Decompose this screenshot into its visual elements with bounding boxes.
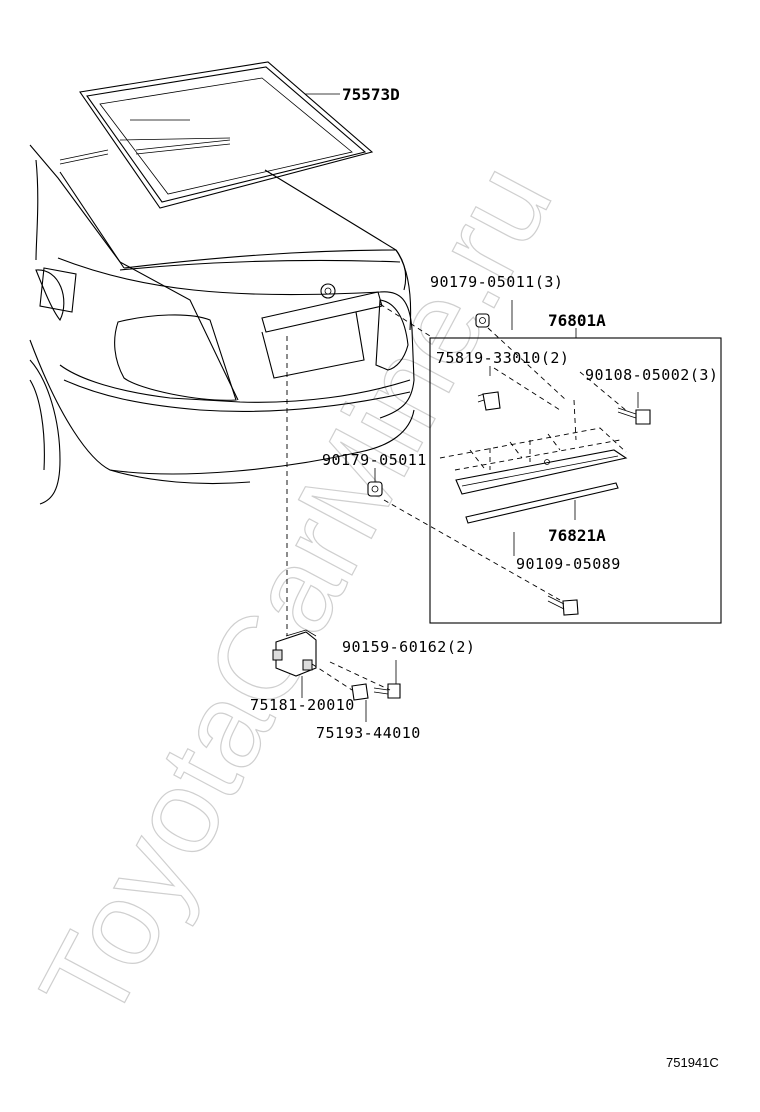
label-garnish-bolt[interactable]: 90109-05089 xyxy=(516,555,621,573)
garnish-drawing xyxy=(439,399,628,524)
hardware-drawing xyxy=(272,313,651,701)
label-garnish-assembly[interactable]: 76801A xyxy=(548,311,606,330)
label-garnish-nut-single[interactable]: 90179-05011 xyxy=(322,451,427,469)
label-camera-bracket[interactable]: 75181-20010 xyxy=(250,696,355,714)
label-rear-window-weatherstrip[interactable]: 75573D xyxy=(342,85,400,104)
car-body-drawing xyxy=(29,144,415,505)
label-bracket-spacer[interactable]: 75193-44010 xyxy=(316,724,421,742)
label-garnish-screw[interactable]: 90108-05002(3) xyxy=(585,366,718,384)
rear-window-weatherstrip-drawing xyxy=(59,61,374,209)
label-emblem-clip[interactable]: 75819-33010(2) xyxy=(436,349,569,367)
drawing-code: 751941C xyxy=(666,1055,719,1070)
label-garnish-clip-nut[interactable]: 90179-05011(3) xyxy=(430,273,563,291)
label-garnish-moulding[interactable]: 76821A xyxy=(548,526,606,545)
leader-lines xyxy=(286,93,639,722)
garnish-assembly-box xyxy=(429,337,722,624)
label-bracket-screw[interactable]: 90159-60162(2) xyxy=(342,638,475,656)
